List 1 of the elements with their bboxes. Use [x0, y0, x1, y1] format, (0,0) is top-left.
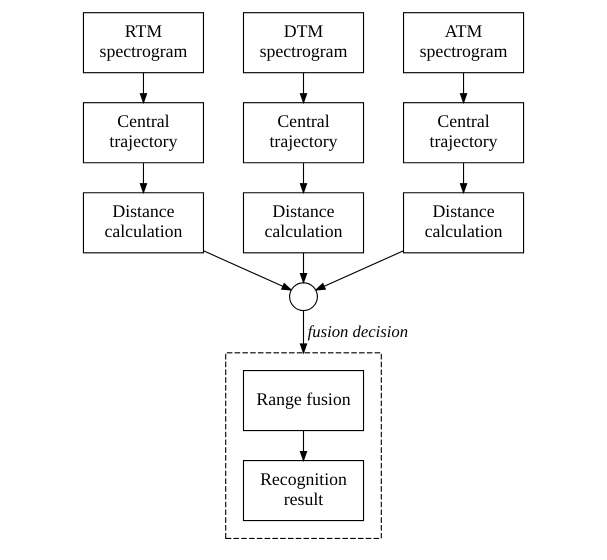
edge-label: fusion decision — [308, 322, 408, 342]
